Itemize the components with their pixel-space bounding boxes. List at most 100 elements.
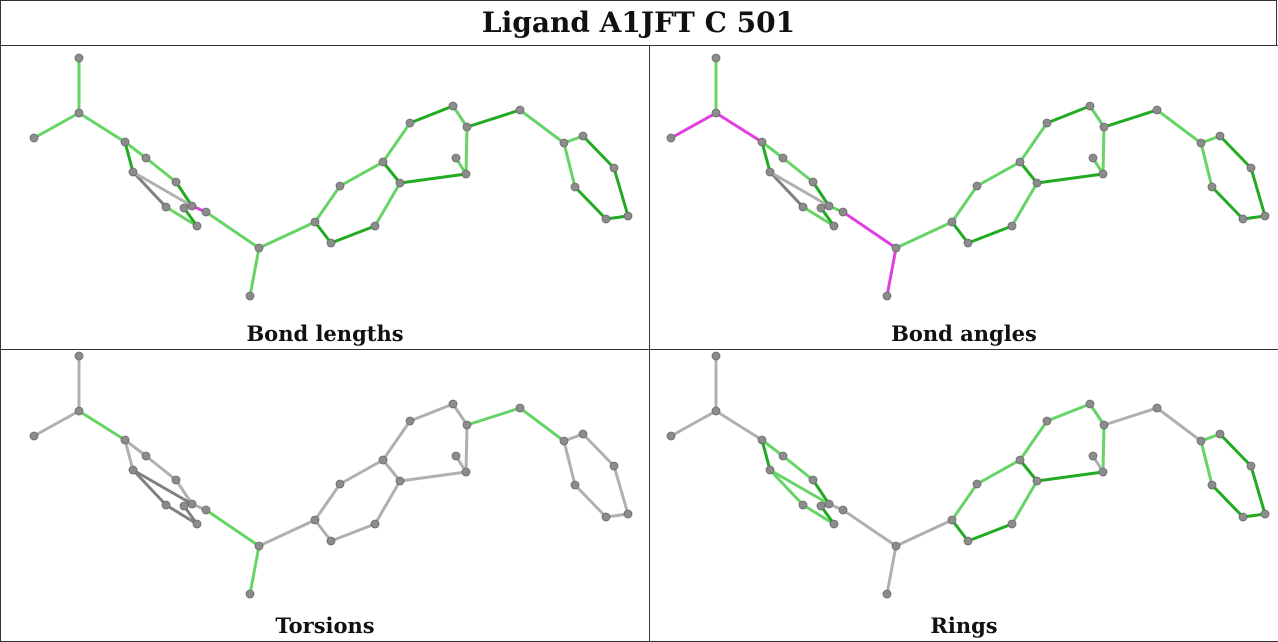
bond — [950, 482, 979, 522]
bond — [885, 544, 898, 596]
atom — [370, 519, 380, 529]
bond — [950, 220, 970, 245]
atom — [1085, 101, 1095, 111]
molecule-bond-angles — [666, 53, 1270, 301]
atom — [451, 153, 461, 163]
bond — [1018, 419, 1049, 462]
atom — [1098, 169, 1108, 179]
atom — [1260, 211, 1270, 221]
atom — [711, 108, 721, 118]
bond — [381, 160, 402, 185]
atom — [171, 177, 181, 187]
bond — [1018, 458, 1039, 483]
atom — [891, 243, 901, 253]
bond — [1045, 402, 1092, 423]
bond — [174, 180, 194, 208]
atom — [1007, 221, 1017, 231]
bond — [1249, 166, 1267, 218]
atom — [601, 512, 611, 522]
atom — [161, 202, 171, 212]
atom — [451, 451, 461, 461]
bond — [123, 438, 135, 472]
atom — [335, 181, 345, 191]
atom — [179, 203, 189, 213]
atom — [1042, 118, 1052, 128]
atom — [1196, 436, 1206, 446]
atom — [1215, 429, 1225, 439]
atom — [245, 291, 255, 301]
atom — [882, 291, 892, 301]
bond — [975, 160, 1022, 188]
atom — [1088, 451, 1098, 461]
bond — [313, 220, 333, 245]
atom — [765, 465, 775, 475]
atom — [711, 351, 721, 361]
atom — [1032, 178, 1042, 188]
panel-bond-lengths: Bond lengths — [0, 45, 650, 350]
bond — [966, 522, 1014, 543]
bond — [1210, 185, 1245, 221]
atom — [963, 238, 973, 248]
bond — [408, 402, 455, 423]
bond — [131, 468, 168, 507]
bond — [248, 544, 261, 596]
bond — [313, 184, 342, 224]
atom — [515, 105, 525, 115]
atom — [570, 182, 580, 192]
bond — [32, 409, 81, 438]
atom — [161, 500, 171, 510]
atom — [326, 536, 336, 546]
bond — [1218, 432, 1253, 468]
bond — [329, 522, 377, 543]
bond — [1018, 160, 1039, 185]
bond — [581, 134, 616, 170]
atom — [972, 479, 982, 489]
atom — [559, 436, 569, 446]
atom — [947, 515, 957, 525]
bond — [131, 468, 194, 506]
atom — [838, 207, 848, 217]
bond — [581, 432, 616, 468]
atom — [1246, 461, 1256, 471]
bond — [781, 156, 815, 184]
atom — [74, 53, 84, 63]
bond — [381, 458, 402, 483]
atom — [765, 167, 775, 177]
atom — [405, 118, 415, 128]
atom — [778, 153, 788, 163]
bond — [669, 111, 718, 140]
bond — [1102, 406, 1159, 427]
atom — [1238, 214, 1248, 224]
bond — [1045, 104, 1092, 125]
atom — [963, 536, 973, 546]
bond — [164, 205, 199, 228]
atom — [816, 501, 826, 511]
bond — [894, 518, 954, 548]
atom — [192, 519, 202, 529]
atom — [559, 138, 569, 148]
atom — [29, 133, 39, 143]
atom — [74, 351, 84, 361]
atom — [120, 435, 130, 445]
atom — [74, 406, 84, 416]
atom — [128, 465, 138, 475]
atom — [757, 435, 767, 445]
bond — [1155, 108, 1203, 145]
bond — [174, 478, 194, 506]
atom — [310, 217, 320, 227]
atom — [179, 501, 189, 511]
bond — [398, 470, 468, 483]
bond — [144, 454, 178, 482]
bond — [131, 170, 168, 209]
bond — [373, 181, 402, 228]
atom — [1238, 512, 1248, 522]
atom — [515, 403, 525, 413]
bond — [841, 508, 898, 548]
atom — [462, 420, 472, 430]
atom — [201, 207, 211, 217]
bond — [811, 180, 831, 208]
atom — [395, 178, 405, 188]
atom — [201, 505, 211, 515]
bond — [204, 508, 261, 548]
